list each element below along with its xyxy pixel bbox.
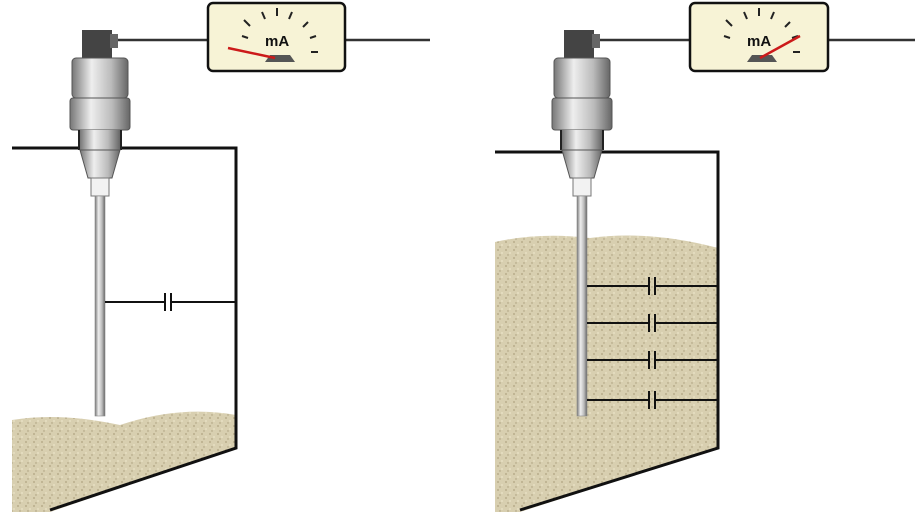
- left-meter-needle: [227, 46, 276, 60]
- left-meter: mA: [206, 1, 347, 73]
- right-capacitor-1: [587, 277, 718, 295]
- left-sand: [12, 411, 236, 512]
- right-meter: mA: [688, 1, 830, 73]
- left-probe: [69, 29, 131, 417]
- left-meter-unit: mA: [265, 33, 289, 50]
- left-capacitor: [105, 293, 236, 311]
- left-tank-wall: [12, 146, 238, 512]
- right-capacitor-3: [587, 351, 718, 369]
- left-tank: mA: [12, 1, 430, 512]
- right-capacitor-4: [587, 391, 718, 409]
- right-meter-needle: [759, 34, 801, 60]
- right-tank: mA: [495, 1, 915, 513]
- right-sand: [495, 235, 718, 513]
- right-capacitor-2: [587, 314, 718, 332]
- right-meter-unit: mA: [747, 33, 771, 50]
- right-tank-wall: [495, 150, 720, 512]
